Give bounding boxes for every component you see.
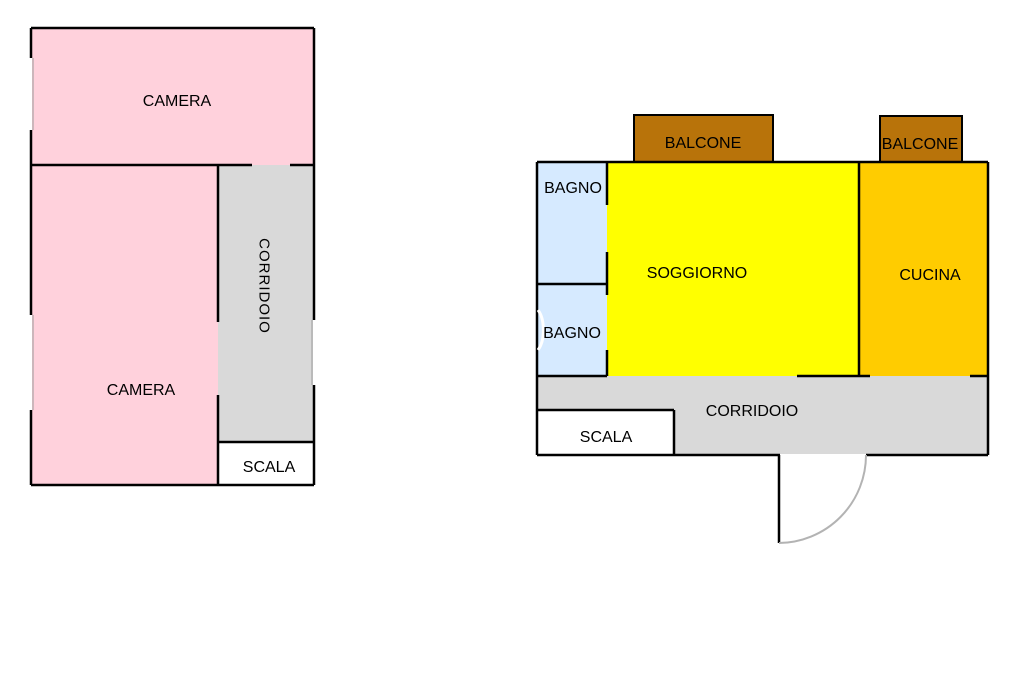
room-bagno-bottom — [538, 284, 607, 375]
label-corridoio-upper: CORRIDOIO — [256, 238, 273, 334]
walls-upper — [29, 26, 316, 487]
room-camera-bottom — [32, 165, 218, 484]
label-camera-bottom: CAMERA — [107, 382, 176, 399]
label-bagno-bottom: BAGNO — [543, 325, 601, 342]
label-balcone-right: BALCONE — [882, 136, 958, 153]
entrance-door-swing — [778, 454, 867, 544]
label-corridoio-main: CORRIDOIO — [706, 403, 798, 420]
room-camera-top — [32, 29, 313, 165]
floor-upper: CAMERA CAMERA CORRIDOIO SCALA — [29, 26, 316, 487]
room-cucina — [859, 163, 987, 376]
label-balcone-left: BALCONE — [665, 135, 741, 152]
floor-main: BALCONE BALCONE BAGNO BAGNO SOGGIORNO CU… — [535, 114, 990, 544]
label-bagno-top: BAGNO — [544, 180, 602, 197]
room-scala-upper — [218, 442, 313, 484]
walls-main — [535, 160, 990, 543]
label-scala-main: SCALA — [580, 429, 633, 446]
label-cucina: CUCINA — [899, 267, 961, 284]
label-camera-top: CAMERA — [143, 93, 212, 110]
label-scala-upper: SCALA — [243, 459, 296, 476]
room-corridoio-upper — [218, 165, 313, 442]
bagno-door-arc — [536, 309, 545, 351]
windows-upper — [32, 58, 313, 410]
label-soggiorno: SOGGIORNO — [647, 265, 747, 282]
room-scala-main — [538, 410, 674, 454]
room-balcone-left — [633, 114, 774, 163]
room-balcone-right — [879, 115, 963, 163]
room-bagno-top — [538, 163, 607, 284]
room-soggiorno — [607, 163, 859, 376]
